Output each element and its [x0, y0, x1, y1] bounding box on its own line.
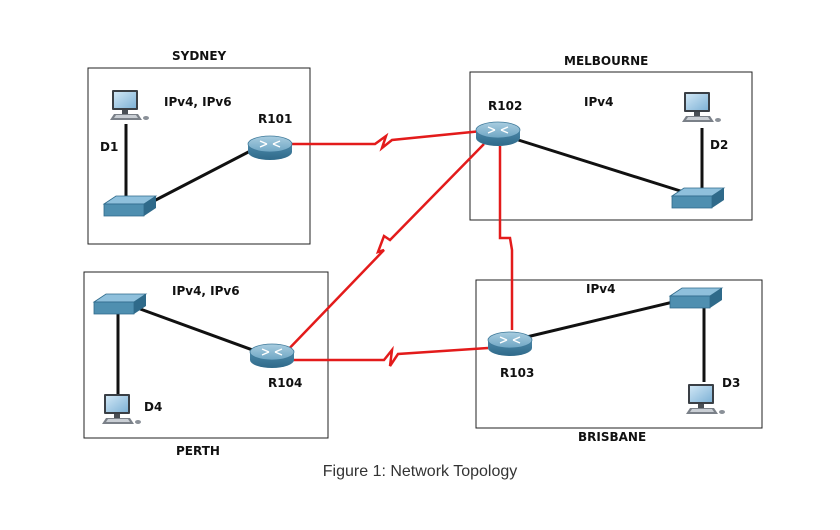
link-r102-melbourne-switch — [511, 136, 691, 196]
pc-icon-d1[interactable] — [110, 90, 149, 120]
sydney-site-label: SYDNEY — [172, 49, 227, 63]
d4-label: D4 — [144, 400, 163, 414]
d1-label: D1 — [100, 140, 119, 154]
pc-icon-d3[interactable] — [686, 384, 725, 414]
r104-label: R104 — [268, 376, 303, 390]
wan-link-r104-r103 — [290, 345, 489, 367]
switch-icon-sydney[interactable] — [102, 195, 158, 217]
perth-site-label: PERTH — [176, 444, 220, 458]
brisbane-site-box — [475, 279, 763, 429]
r103-label: R103 — [500, 366, 535, 380]
melbourne-site-label: MELBOURNE — [564, 54, 649, 68]
brisbane-protocol-label: IPv4 — [586, 282, 616, 296]
brisbane-site-label: BRISBANE — [578, 430, 647, 444]
d2-label: D2 — [710, 138, 729, 152]
router-icon-r102[interactable] — [475, 121, 521, 146]
melbourne-protocol-label: IPv4 — [584, 95, 614, 109]
melbourne-site-box — [469, 71, 753, 221]
wan-link-r102-r103 — [498, 146, 514, 330]
router-icon-r103[interactable] — [487, 331, 533, 356]
router-icon-r104[interactable] — [249, 343, 295, 368]
link-perth-switch-r104 — [131, 304, 259, 354]
r101-label: R101 — [258, 112, 293, 126]
wan-link-r101-r102 — [286, 129, 483, 152]
pc-icon-d4[interactable] — [102, 394, 141, 424]
router-icon-r101[interactable] — [247, 135, 293, 160]
perth-protocol-label: IPv4, IPv6 — [172, 284, 240, 298]
perth-site-box — [83, 271, 329, 439]
wan-link-r102-r104 — [281, 143, 485, 357]
r102-label: R102 — [488, 99, 523, 113]
link-r103-brisbane-switch — [513, 296, 691, 342]
switch-icon-perth[interactable] — [92, 293, 148, 315]
switch-icon-melbourne[interactable] — [670, 187, 726, 209]
link-sydney-switch-r101 — [147, 146, 257, 206]
d3-label: D3 — [722, 376, 741, 390]
sydney-protocol-label: IPv4, IPv6 — [164, 95, 232, 109]
figure-caption: Figure 1: Network Topology — [322, 463, 518, 480]
sydney-site-box — [87, 67, 311, 245]
switch-icon-brisbane[interactable] — [668, 287, 724, 309]
pc-icon-d2[interactable] — [682, 92, 721, 122]
